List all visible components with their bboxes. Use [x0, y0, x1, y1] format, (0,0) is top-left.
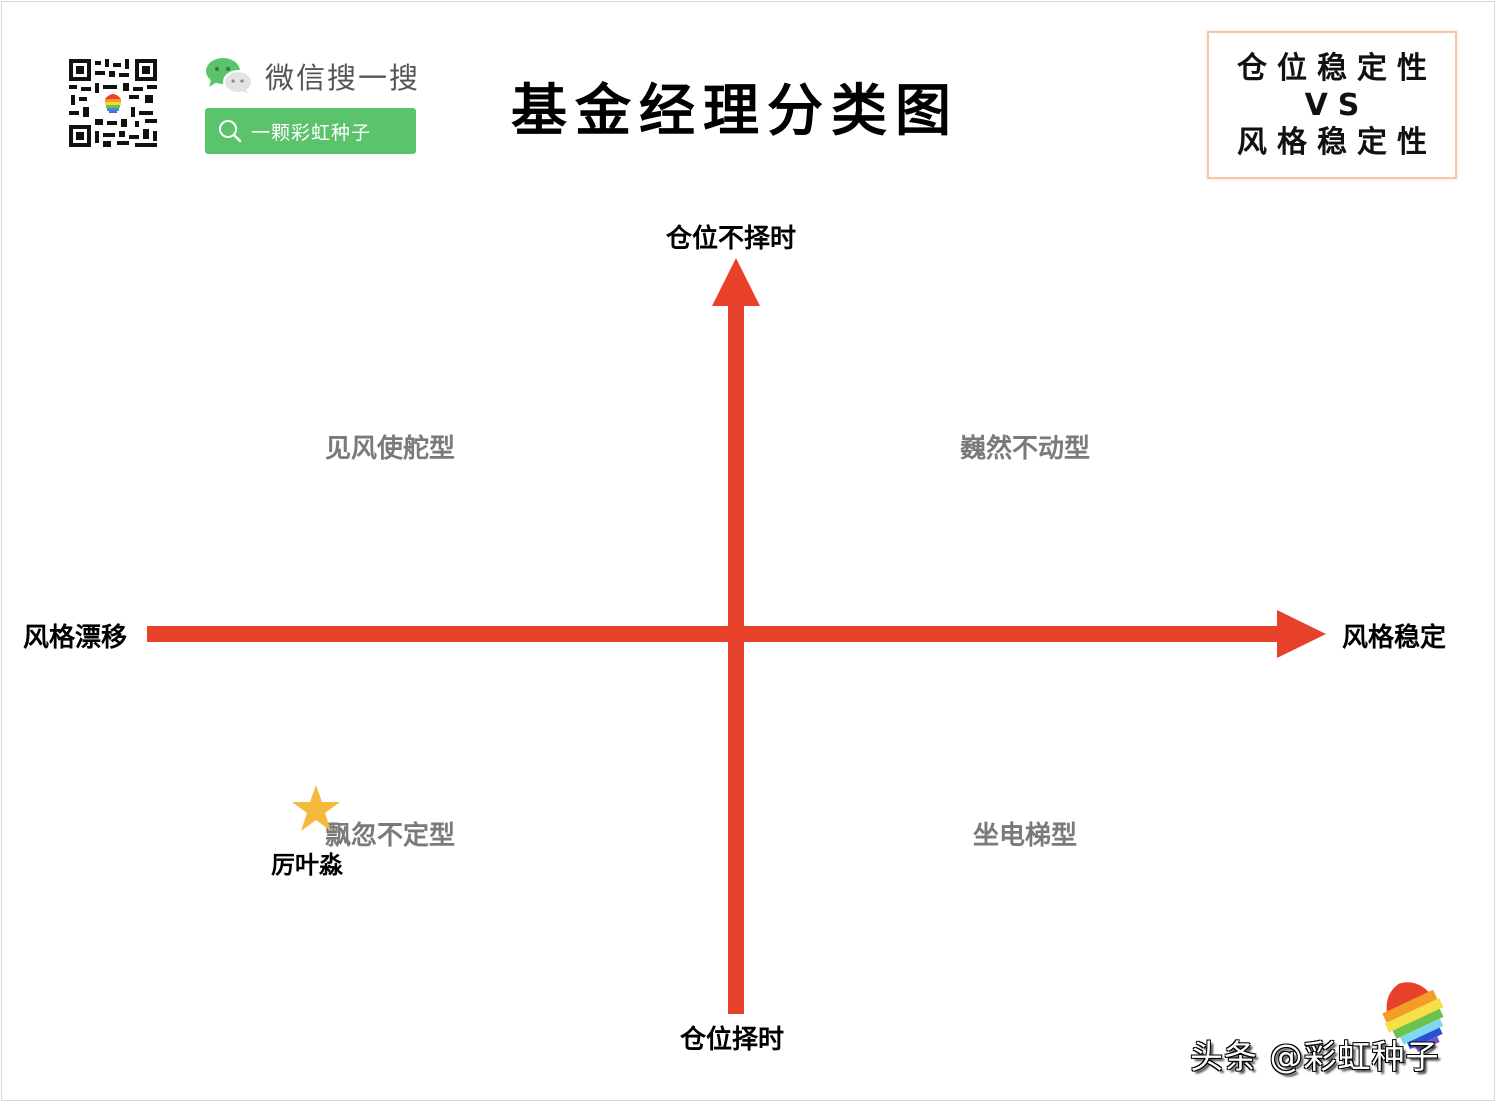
axis-label-left: 风格漂移: [23, 623, 128, 653]
legend-box: 仓位稳定性 VS 风格稳定性: [1207, 31, 1457, 179]
star-icon[interactable]: [291, 784, 341, 832]
wechat-search-title: 微信搜一搜: [265, 61, 421, 95]
quadrant-bottom-left: 飘忽不定型: [325, 821, 456, 851]
axis-label-top: 仓位不择时: [666, 224, 797, 254]
y-axis-arrowhead-icon: [712, 258, 760, 306]
quadrant-top-left: 见风使舵型: [325, 434, 456, 464]
y-axis-line: [728, 300, 744, 1014]
wechat-search-brand: 微信搜一搜: [205, 56, 420, 96]
page-title: 基金经理分类图: [511, 79, 959, 144]
quadrant-top-right: 巍然不动型: [960, 434, 1091, 464]
wechat-search-query: 一颗彩虹种子: [251, 121, 372, 144]
axis-label-right: 风格稳定: [1342, 623, 1447, 653]
x-axis-line: [147, 626, 1282, 642]
x-axis-arrowhead-icon: [1277, 610, 1326, 658]
legend-line-style: 风格稳定性: [1237, 124, 1437, 160]
wechat-search-box[interactable]: 一颗彩虹种子: [205, 108, 416, 154]
qr-code-icon: [69, 59, 157, 147]
watermark-text: 头条 @彩虹种子: [1190, 1037, 1440, 1076]
axis-label-bottom: 仓位择时: [680, 1025, 785, 1055]
search-icon: [219, 120, 242, 143]
manager-name-label: 厉叶淼: [271, 851, 343, 879]
legend-line-position: 仓位稳定性: [1237, 50, 1437, 86]
legend-line-vs: VS: [1304, 87, 1370, 123]
quadrant-bottom-right: 坐电梯型: [973, 821, 1078, 851]
wechat-logo-icon: [206, 58, 253, 94]
rainbow-seed-logo-icon: [1382, 982, 1444, 1053]
